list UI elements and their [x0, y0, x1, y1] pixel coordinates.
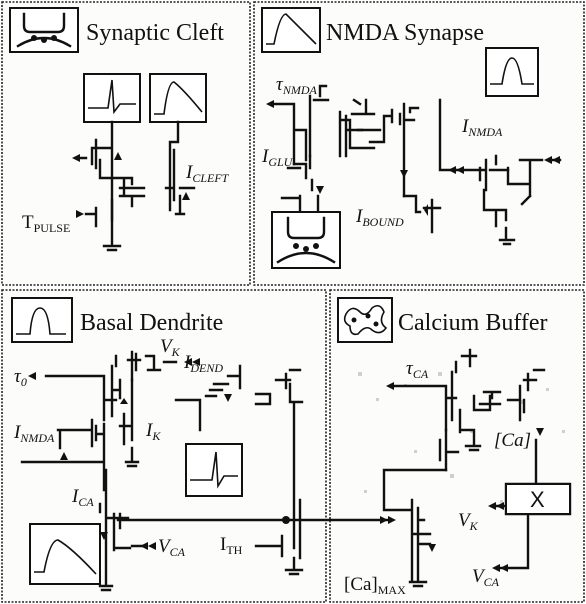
spike-waveform-icon — [88, 79, 136, 115]
ca-label: [Ca] — [494, 430, 531, 451]
synaptic-cleft-waveforms — [83, 73, 207, 123]
basal-icon-frame — [11, 297, 73, 343]
vca-label: VCA — [472, 566, 500, 589]
nmda-synapse-header: NMDA Synapse — [261, 7, 484, 53]
calcium-buffer-icon — [343, 304, 388, 336]
tau0-label: τ0 — [14, 366, 27, 389]
basal-dendrite-title: Basal Dendrite — [80, 310, 223, 336]
icleft-label: ICLEFT — [185, 162, 230, 185]
calcium-buffer-title: Calcium Buffer — [398, 310, 548, 336]
tau-ca-label: τCA — [406, 358, 429, 381]
calcium-buffer-header: Calcium Buffer — [337, 297, 548, 343]
ik-label: IK — [145, 420, 161, 443]
calcium-icon-frame — [337, 297, 393, 343]
nmda-synapse-title: NMDA Synapse — [326, 20, 484, 46]
nmda-synapse-circuit — [266, 84, 562, 246]
tpulse-label: TPULSE — [22, 212, 70, 235]
alpha-waveform-icon — [266, 13, 317, 45]
basal-dendrite-circuit — [20, 350, 396, 592]
x-block — [505, 483, 571, 515]
idend-label: IDEND — [183, 352, 223, 375]
alpha-waveform-frame — [29, 523, 101, 585]
basal-dendrite-header: Basal Dendrite — [11, 297, 223, 343]
vca-label: VCA — [158, 536, 186, 559]
ibound-label: IBOUND — [355, 206, 404, 229]
alpha-waveform-icon — [34, 539, 97, 575]
tau-nmda-label: τNMDA — [276, 74, 317, 97]
nmda-icon-frame — [261, 7, 321, 53]
cleft-icon — [276, 216, 336, 264]
synaptic-cleft-title: Synaptic Cleft — [86, 20, 224, 46]
cleft-icon — [16, 12, 72, 48]
pulse-waveform-icon — [16, 307, 66, 335]
iglu-label: IGLU — [261, 146, 294, 169]
inmda-label: INMDA — [13, 422, 55, 445]
pulse-waveform-frame — [485, 47, 539, 97]
synaptic-cleft-circuit — [72, 120, 196, 252]
ica-label: ICA — [71, 486, 94, 509]
alpha-waveform-icon — [154, 81, 203, 115]
camax-label: [Ca]MAX — [344, 574, 406, 597]
inmda-label: INMDA — [461, 116, 503, 139]
synaptic-cleft-header: Synaptic Cleft — [9, 7, 224, 53]
calcium-buffer-circuit — [382, 348, 572, 588]
pulse-waveform-icon — [490, 57, 534, 85]
spike-waveform-icon — [190, 451, 238, 489]
ith-label: ITH — [220, 534, 243, 557]
x-block-label: X — [530, 487, 545, 512]
vk-label: VK — [160, 336, 181, 359]
vk-label: VK — [458, 510, 479, 533]
